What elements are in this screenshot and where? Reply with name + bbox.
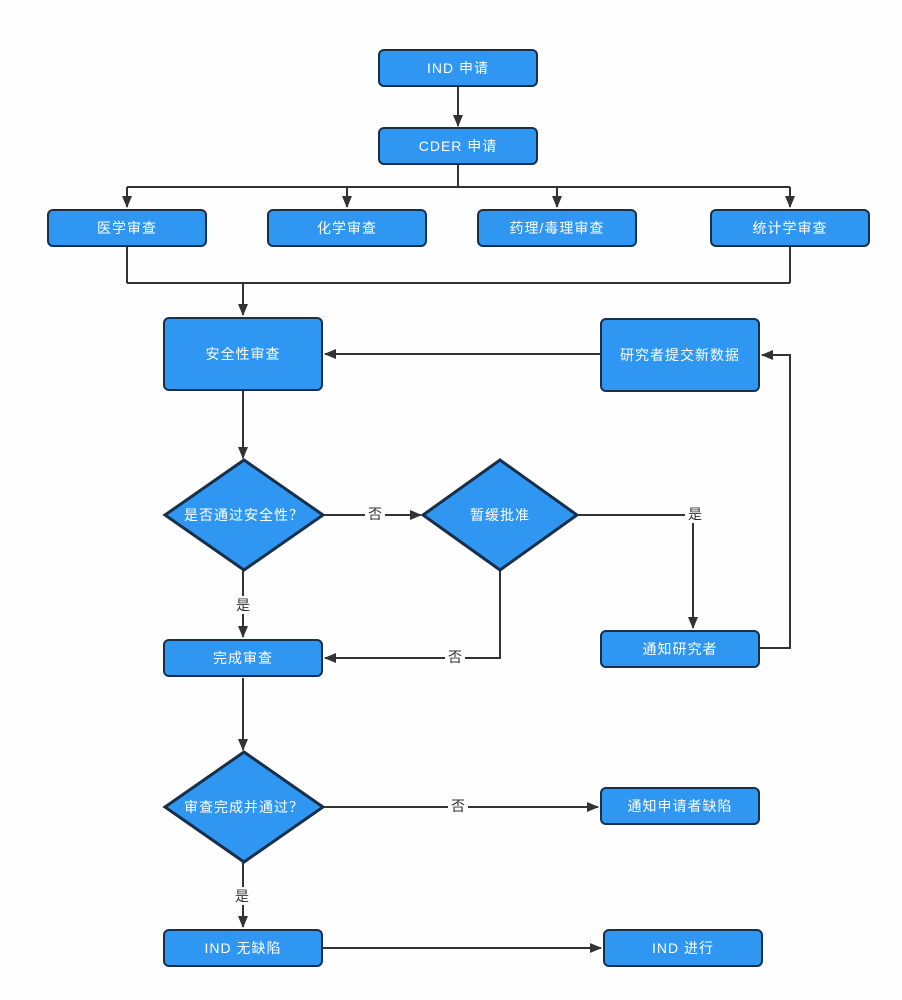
edge-label-decision1-no: 否 xyxy=(365,505,385,523)
edge-label-hold-no: 否 xyxy=(445,648,465,666)
node-medical-review: 医学审查 xyxy=(47,209,207,247)
node-ind-application: IND 申请 xyxy=(378,49,538,87)
decision-pass-safety-shape xyxy=(162,458,326,572)
edge-label-decision1-yes: 是 xyxy=(233,596,253,614)
decision-clinical-hold-shape xyxy=(420,458,580,572)
edge-hold-yes xyxy=(577,514,698,629)
node-ind-proceed: IND 进行 xyxy=(603,929,763,967)
node-pharm-tox-review: 药理/毒理审查 xyxy=(477,209,637,247)
node-ind-no-deficiency: IND 无缺陷 xyxy=(163,929,323,967)
edge-notify-loop xyxy=(760,350,791,649)
node-chemistry-review: 化学审查 xyxy=(267,209,427,247)
edge-label-decision3-yes: 是 xyxy=(232,887,252,905)
edge-label-hold-yes: 是 xyxy=(685,505,705,523)
node-statistics-review: 统计学审查 xyxy=(710,209,870,247)
decision-review-complete-shape xyxy=(162,750,326,864)
node-cder-application: CDER 申请 xyxy=(378,127,538,165)
node-investigator-new-data: 研究者提交新数据 xyxy=(600,318,760,392)
edge-label-decision3-no: 否 xyxy=(448,797,468,815)
node-complete-review: 完成审查 xyxy=(163,639,323,677)
node-notify-applicant-deficiency: 通知申请者缺陷 xyxy=(600,787,760,825)
edge-hold-no xyxy=(324,570,501,663)
node-notify-investigator: 通知研究者 xyxy=(600,630,760,668)
node-safety-review: 安全性审查 xyxy=(163,317,323,391)
